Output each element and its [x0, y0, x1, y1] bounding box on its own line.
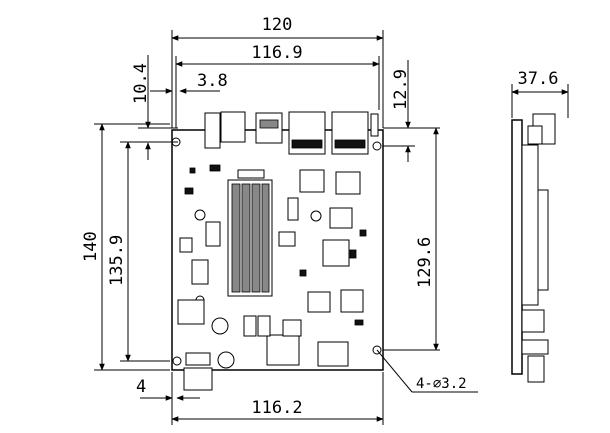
component-header: [179, 237, 193, 253]
chip-io: [329, 207, 353, 229]
mount-hole-bottom-right: [372, 345, 382, 355]
label-bottom-offset: 4: [136, 377, 146, 397]
connector-hdmi: [266, 334, 300, 366]
side-bottom-connector: [527, 355, 545, 383]
component-fan-header: [191, 259, 209, 285]
chip-phy-1: [299, 169, 325, 193]
label-side-thickness: 37.6: [518, 69, 559, 89]
label-inner-width-top: 116.9: [251, 43, 302, 63]
chip-controller: [322, 239, 350, 267]
component-small-1: [278, 231, 296, 247]
memory-bar-4: [261, 183, 270, 293]
memory-bar-2: [241, 183, 251, 293]
label-hole-callout: 4-∅3.2: [416, 376, 467, 392]
side-inductor: [521, 309, 545, 333]
usb-tongue: [259, 119, 279, 129]
smd-6: [189, 167, 196, 174]
memory-bar-1: [231, 183, 241, 293]
label-hole-offset-x: 3.8: [197, 71, 228, 91]
side-hdmi: [521, 339, 549, 355]
capacitor-3: [194, 209, 206, 221]
connector-bottom: [317, 341, 349, 367]
smd-4: [359, 229, 367, 237]
smd-1: [209, 164, 221, 172]
mount-hole-bottom-left: [172, 356, 182, 366]
connector-audio: [220, 111, 246, 143]
smd-5: [299, 269, 307, 277]
side-usb: [527, 125, 543, 145]
ethernet-1-label: [291, 139, 323, 149]
dim-inner-height-left: 135.9: [107, 141, 170, 362]
label-inner-width-bottom: 116.2: [251, 398, 302, 418]
memory-latch: [237, 169, 265, 179]
dim-inner-width-bottom: 116.2: [171, 372, 384, 425]
smd-3: [349, 249, 357, 259]
dim-inner-height-right: 129.6: [383, 127, 440, 351]
dim-total-height: 140: [81, 123, 170, 371]
dim-total-width: 120: [171, 15, 384, 128]
side-pcb: [511, 119, 523, 375]
label-inner-height-left: 135.9: [107, 235, 127, 286]
label-total-height: 140: [81, 231, 101, 262]
dim-bottom-offset: 4: [136, 377, 200, 401]
label-left-offset: 10.4: [131, 63, 151, 104]
label-right-offset: 12.9: [391, 69, 411, 110]
chip-phy-2: [335, 171, 361, 195]
dim-right-offset: 12.9: [383, 60, 440, 162]
capacitor-1: [211, 317, 229, 335]
board-side-view: [511, 113, 556, 383]
connector-dc-jack: [204, 112, 221, 149]
side-components: [521, 144, 539, 306]
chip-lan: [307, 291, 331, 313]
capacitor-4: [310, 210, 322, 222]
component-vreg: [205, 221, 221, 247]
smd-7: [354, 319, 364, 326]
component-small-2: [287, 197, 299, 221]
dim-left-offset: 10.4: [131, 55, 178, 160]
connector-sata: [185, 352, 211, 366]
ethernet-2-label: [334, 139, 366, 149]
inductor-1: [177, 299, 205, 325]
component-small-3: [243, 315, 257, 337]
mount-hole-top-right: [372, 141, 382, 151]
hole-callout: 4-∅3.2: [376, 349, 478, 393]
connector-antenna: [370, 113, 379, 137]
component-small-4: [257, 315, 271, 337]
label-total-width: 120: [262, 15, 293, 35]
label-inner-height-right: 129.6: [415, 237, 435, 288]
dim-inner-width-top: 116.9: [175, 43, 380, 128]
inductor-2: [282, 319, 302, 337]
memory-bar-3: [251, 183, 261, 293]
capacitor-2: [217, 351, 235, 369]
dim-hole-offset-x: 3.8: [150, 71, 228, 94]
connector-bottom-left: [183, 367, 213, 391]
smd-2: [184, 187, 194, 195]
dim-side-thickness: 37.6: [511, 69, 569, 118]
side-memory: [537, 189, 549, 291]
board-front-view: [171, 111, 384, 391]
chip-audio: [340, 289, 364, 313]
